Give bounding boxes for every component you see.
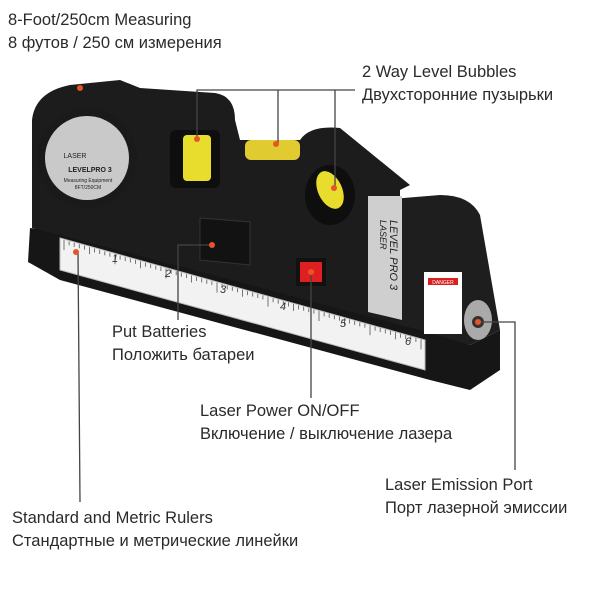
angled-bubble [316, 171, 344, 209]
svg-text:Measuring Equipment: Measuring Equipment [64, 178, 113, 184]
callout-bubbles: 2 Way Level Bubbles Двухсторонние пузырь… [362, 63, 554, 104]
svg-text:LASER: LASER [378, 220, 388, 250]
svg-text:LASER: LASER [64, 153, 87, 160]
callout-lines [77, 89, 516, 503]
ruler-number: 6 [405, 336, 412, 348]
ruler-number: 4 [280, 301, 286, 313]
callout-rulers: Standard and Metric Rulers Стандартные и… [12, 509, 299, 550]
svg-text:LEVELPRO 3: LEVELPRO 3 [68, 167, 112, 174]
battery-cover [199, 217, 251, 266]
svg-text:8FT/250CM: 8FT/250CM [75, 185, 101, 191]
callout-power: Laser Power ON/OFF Включение / выключени… [200, 402, 453, 443]
ruler-number: 3 [220, 284, 227, 296]
svg-text:DANGER: DANGER [432, 280, 454, 286]
ruler-number: 2 [164, 268, 171, 280]
side-band [368, 196, 402, 320]
ruler-number: 1 [112, 253, 118, 265]
callout-batteries: Put Batteries Положить батареи [112, 323, 255, 364]
horizontal-bubble [245, 140, 300, 160]
ruler-number: 5 [340, 318, 347, 330]
callout-emission: Laser Emission Port Порт лазерной эмисси… [385, 476, 568, 517]
ruler-ticks [63, 240, 422, 350]
vertical-bubble [183, 135, 211, 181]
ruler-tape [59, 237, 426, 371]
svg-text:LEVEL PRO 3: LEVEL PRO 3 [387, 220, 399, 291]
callout-dots [73, 85, 481, 325]
callout-measuring: 8-Foot/250cm Measuring 8 футов / 250 см … [8, 11, 222, 52]
